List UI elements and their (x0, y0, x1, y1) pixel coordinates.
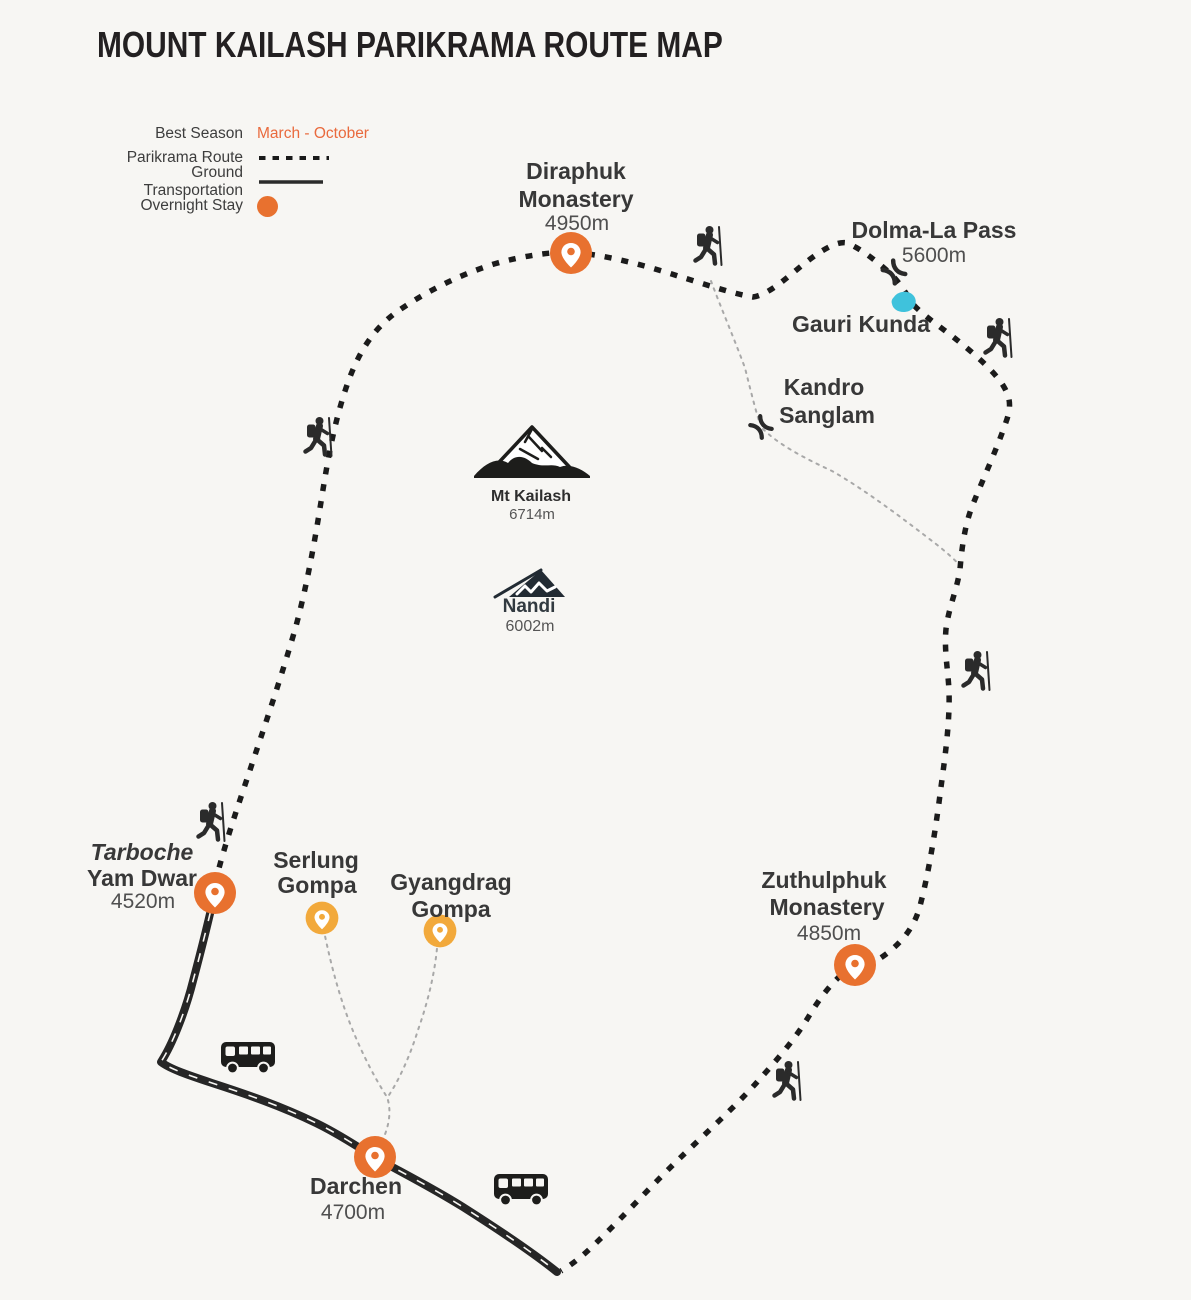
kandro-sanglam-label: Kandro (784, 374, 865, 400)
legend: Best Season March - October Parikrama Ro… (95, 122, 377, 218)
darchen-elevation: 4700m (321, 1201, 385, 1224)
parikrama-route-path-north-east (570, 239, 1013, 968)
mt-kailash-elevation: 6714m (509, 506, 555, 523)
dolma-la-elevation: 5600m (902, 244, 966, 267)
overnight-stay-label: Overnight Stay (140, 197, 243, 214)
page-title: MOUNT KAILASH PARIKRAMA ROUTE MAP (97, 24, 723, 65)
overnight-pin-icon-darchen (354, 1136, 396, 1178)
parikrama-route-path-south (559, 962, 857, 1274)
parikrama-route-label: Parikrama Route (126, 149, 243, 166)
nandi-elevation: 6002m (506, 618, 555, 635)
solid-road-sample-icon (259, 180, 323, 184)
dashed-route-sample-icon (259, 156, 329, 160)
legend-row-best-season: Best Season March - October (95, 122, 377, 146)
hiker-icon (199, 802, 225, 841)
hiker-icon (775, 1061, 801, 1100)
gauri-kunda-label: Gauri Kunda (792, 311, 930, 337)
inner-trail-kandro-lower (762, 428, 962, 568)
gyangdrag-label-line2: Gompa (411, 896, 490, 922)
tarboche-label: Tarboche (91, 839, 194, 865)
hiker-icon (964, 651, 990, 690)
gyangdrag-label: Gyangdrag (390, 869, 511, 895)
ground-transport-road-centerline (159, 891, 558, 1273)
bus-icon (493, 1173, 549, 1207)
diraphuk-label-line2: Monastery (518, 186, 633, 212)
inner-trail-gyangdrag (388, 932, 439, 1096)
parikrama-route-path-west (212, 249, 572, 885)
legend-row-overnight-stay: Overnight Stay (95, 194, 377, 218)
diraphuk-elevation: 4950m (545, 212, 609, 235)
inner-trail-kandro-upper (710, 280, 761, 425)
hiker-icon (696, 226, 722, 265)
zuthulphuk-elevation: 4850m (797, 922, 861, 945)
best-season-value: March - October (257, 125, 369, 142)
overnight-pin-icon-diraphuk (550, 232, 592, 274)
hiker-icon (306, 417, 332, 456)
dolma-la-label: Dolma-La Pass (852, 217, 1017, 243)
overnight-pin-icon-zuthulphuk (834, 944, 876, 986)
ground-transportation-label: Ground Transportation (143, 164, 243, 199)
nandi-label: Nandi (503, 596, 556, 617)
serlung-label: Serlung (273, 847, 359, 873)
bus-icon (220, 1041, 276, 1075)
gauri-kunda-lake-icon (891, 291, 916, 313)
zuthulphuk-label-line2: Monastery (769, 894, 884, 920)
hiker-icon (986, 318, 1012, 357)
mount-kailash-icon (474, 425, 590, 478)
serlung-label-line2: Gompa (277, 872, 356, 898)
kandro-sanglam-label-line2: Sanglam (779, 402, 875, 428)
overnight-stay-dot-icon (257, 195, 278, 217)
tarboche-label-line2: Yam Dwar (87, 865, 197, 891)
gompa-pin-icon-serlung (305, 901, 339, 935)
inner-trail-serlung (321, 920, 391, 1148)
diraphuk-label: Diraphuk (526, 158, 626, 184)
legend-row-ground-transportation: Ground Transportation (95, 164, 377, 199)
mt-kailash-label: Mt Kailash (491, 488, 571, 505)
tarboche-elevation: 4520m (111, 890, 175, 913)
darchen-label: Darchen (310, 1173, 402, 1199)
best-season-label: Best Season (155, 125, 243, 142)
legend-row-parikrama-route: Parikrama Route (95, 146, 377, 170)
nandi-peak-icon (493, 568, 565, 599)
overnight-pin-icon-tarboche (194, 872, 236, 914)
zuthulphuk-label: Zuthulphuk (761, 867, 886, 893)
